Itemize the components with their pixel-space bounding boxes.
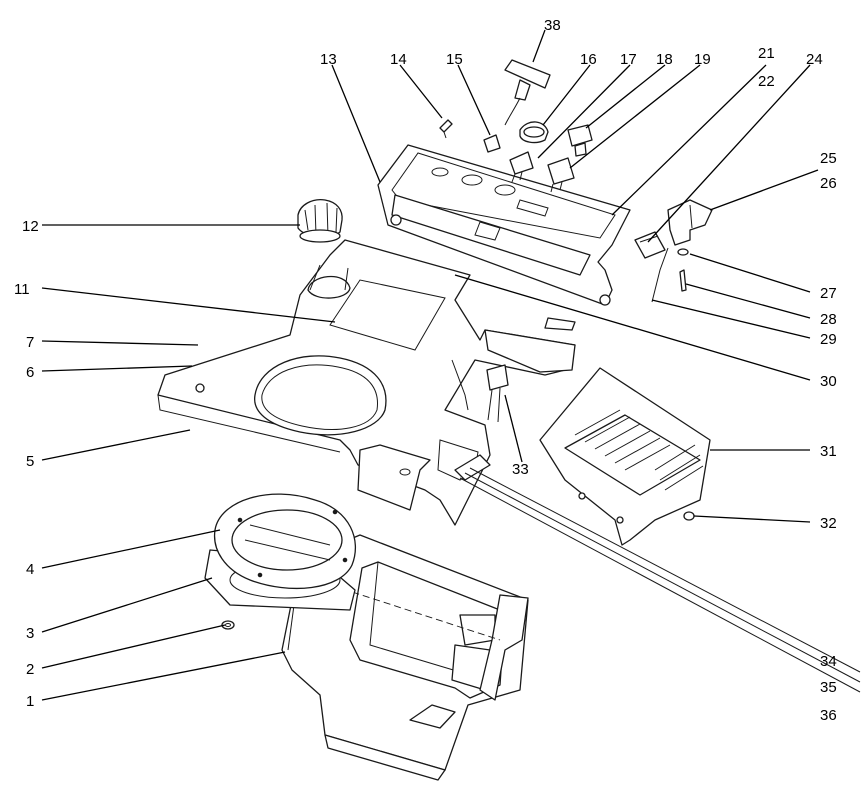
washer-27 [677,248,689,256]
callout-6: 6 [26,364,34,381]
callout-7: 7 [26,334,34,351]
callout-29: 29 [820,331,837,348]
callout-24: 24 [806,51,823,68]
callout-27: 27 [820,285,837,302]
nut [221,620,235,630]
callout-31: 31 [820,443,837,460]
callout-14: 14 [390,51,407,68]
callout-21: 21 [758,45,775,62]
switch-19 [547,157,575,193]
upper-housing [157,239,576,526]
handle-38 [504,59,551,126]
callout-5: 5 [26,453,34,470]
key-18 [567,124,593,157]
callout-33: 33 [512,461,529,478]
callout-26: 26 [820,175,837,192]
rod-29 [651,247,669,303]
leader-lines [41,29,819,701]
callout-4: 4 [26,561,34,578]
callout-12: 12 [22,218,39,235]
wire-harness [486,364,509,423]
callout-28: 28 [820,311,837,328]
handle-25-26 [667,199,713,246]
callout-36: 36 [820,707,837,724]
cable-set [454,454,861,693]
screw-14 [439,119,453,139]
callout-18: 18 [656,51,673,68]
callout-11: 11 [14,281,30,298]
bracket-21-22 [634,231,666,259]
callout-2: 2 [26,661,34,678]
mounting-ring [213,493,357,590]
callout-30: 30 [820,373,837,390]
callout-16: 16 [580,51,597,68]
callout-19: 19 [694,51,711,68]
screw-28 [679,269,687,292]
shroud-vents [574,409,704,491]
callout-34: 34 [820,653,837,670]
callout-25: 25 [820,150,837,167]
switch-17 [509,151,534,183]
callout-13: 13 [320,51,337,68]
callout-38: 38 [544,17,561,34]
callout-35: 35 [820,679,837,696]
nut-32 [683,511,695,521]
callout-17: 17 [620,51,637,68]
callout-22: 22 [758,73,775,90]
callout-1: 1 [26,693,34,710]
callout-3: 3 [26,625,34,642]
callout-15: 15 [446,51,463,68]
callout-32: 32 [820,515,837,532]
engine-shroud [539,367,711,546]
gas-cap [297,199,343,243]
primer-bulb-16 [519,121,549,144]
instrument-panel [377,144,631,306]
callout-labels: 1 2 3 4 5 6 7 11 12 13 14 15 16 17 18 19… [14,17,837,724]
grommet-15 [483,134,501,153]
